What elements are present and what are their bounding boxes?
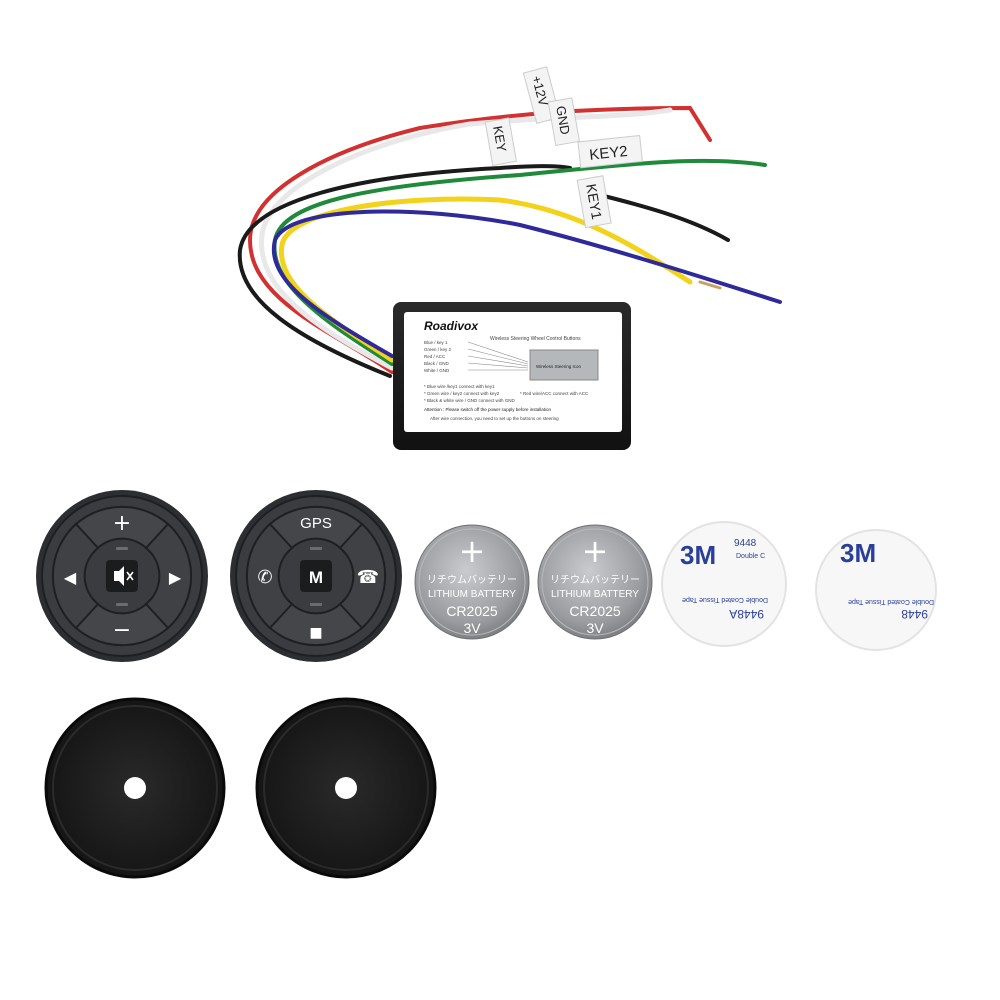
tape-disc-1: 3M 9448 Double C Double Coated Tissue Ta… xyxy=(661,521,787,647)
wire-tags: +12V GND KEY KEY2 KEY1 xyxy=(484,66,643,229)
wire-red xyxy=(247,105,712,374)
phone-hangup-icon: ☎ xyxy=(357,567,379,588)
module-note-3: * Black & white wire / GND connect with … xyxy=(424,398,516,403)
rubber-pad-2 xyxy=(255,697,437,879)
tape-1-brand: 3M xyxy=(680,540,716,570)
wire-tag-key2: KEY2 xyxy=(589,143,629,164)
battery-1-type: LITHIUM BATTERY xyxy=(428,589,516,600)
pad-hole xyxy=(335,777,357,799)
wire-tag-key: KEY xyxy=(490,125,509,154)
pad-hole xyxy=(124,777,146,799)
tape-1-part: 9448 xyxy=(734,538,757,549)
module-legend-3: Red / ACC xyxy=(424,354,446,359)
tape-disc-2: 3M Double Coated Tissue Tape 9448 xyxy=(815,529,937,651)
wire-black-2 xyxy=(598,193,730,242)
tape-2-brand: 3M xyxy=(840,538,876,568)
battery-1-voltage: 3V xyxy=(463,620,481,636)
wire-white xyxy=(259,107,673,371)
battery-1-plus: + xyxy=(459,532,486,570)
module-legend-4: Black / GND xyxy=(424,361,450,366)
module-brand: Roadivox xyxy=(424,319,479,333)
battery-2: + リチウムバッテリー LITHIUM BATTERY CR2025 3V xyxy=(537,524,653,640)
wire-tag-key1: KEY1 xyxy=(583,183,605,221)
battery-1: + リチウムバッテリー LITHIUM BATTERY CR2025 3V xyxy=(414,524,530,640)
wire-harness xyxy=(237,105,782,378)
remote-gps-stop: ■ xyxy=(309,625,322,641)
module-legend-5: White / GND xyxy=(424,368,450,373)
battery-2-model: CR2025 xyxy=(569,603,621,619)
module-screen xyxy=(529,349,599,381)
remote-volume-plus: + xyxy=(113,511,131,536)
battery-2-plus: + xyxy=(582,532,609,570)
remote-volume: + − ◀ ▶ xyxy=(36,490,208,662)
remote-volume-minus: − xyxy=(113,618,131,643)
control-module: Roadivox Wireless Steering Wheel Control… xyxy=(393,302,631,450)
rubber-pad-1 xyxy=(44,697,226,879)
battery-2-type: LITHIUM BATTERY xyxy=(551,589,639,600)
battery-2-voltage: 3V xyxy=(586,620,604,636)
tape-2-desc-inverted: Double Coated Tissue Tape xyxy=(848,598,934,605)
wire-yellow xyxy=(278,196,693,363)
module-note-2b: * Red wire/ACC connect with ACC xyxy=(520,391,589,396)
battery-2-jp: リチウムバッテリー xyxy=(550,574,640,586)
wire-tag-gnd: GND xyxy=(553,105,573,136)
tape-1-desc: Double C xyxy=(736,553,765,560)
remote-volume-next: ▶ xyxy=(169,568,182,587)
module-legend-2: Green / key 2 xyxy=(424,347,452,352)
module-note-2: * Green wire / key2 connect with key2 xyxy=(424,391,500,396)
tape-1-part-inverted: 9448A xyxy=(729,607,764,621)
wire-blue xyxy=(271,209,782,358)
module-note-1: * Blue wire /key1 connect with key1 xyxy=(424,384,495,389)
module-note-4: Attention : Please switch off the power … xyxy=(424,407,551,412)
remote-gps: GPS M ■ ✆ ☎ xyxy=(230,490,402,662)
remote-gps-mode: M xyxy=(309,568,323,587)
module-screen-label: Wireless Steering Icon xyxy=(536,364,582,369)
tape-2-part-inverted: 9448 xyxy=(901,607,928,621)
remote-volume-prev: ◀ xyxy=(64,568,77,587)
mute-icon xyxy=(114,566,134,586)
module-legend-1: Blue / key 1 xyxy=(424,340,448,345)
battery-1-jp: リチウムバッテリー xyxy=(427,574,517,586)
phone-answer-icon: ✆ xyxy=(257,567,272,588)
module-note-5: After wire connection, you need to set u… xyxy=(430,416,559,421)
tape-1-desc-inverted: Double Coated Tissue Tape xyxy=(682,596,768,603)
module-subtitle: Wireless Steering Wheel Control Buttons xyxy=(490,336,581,342)
battery-1-model: CR2025 xyxy=(446,603,498,619)
wire-black xyxy=(237,164,572,378)
remote-gps-label: GPS xyxy=(300,515,332,532)
